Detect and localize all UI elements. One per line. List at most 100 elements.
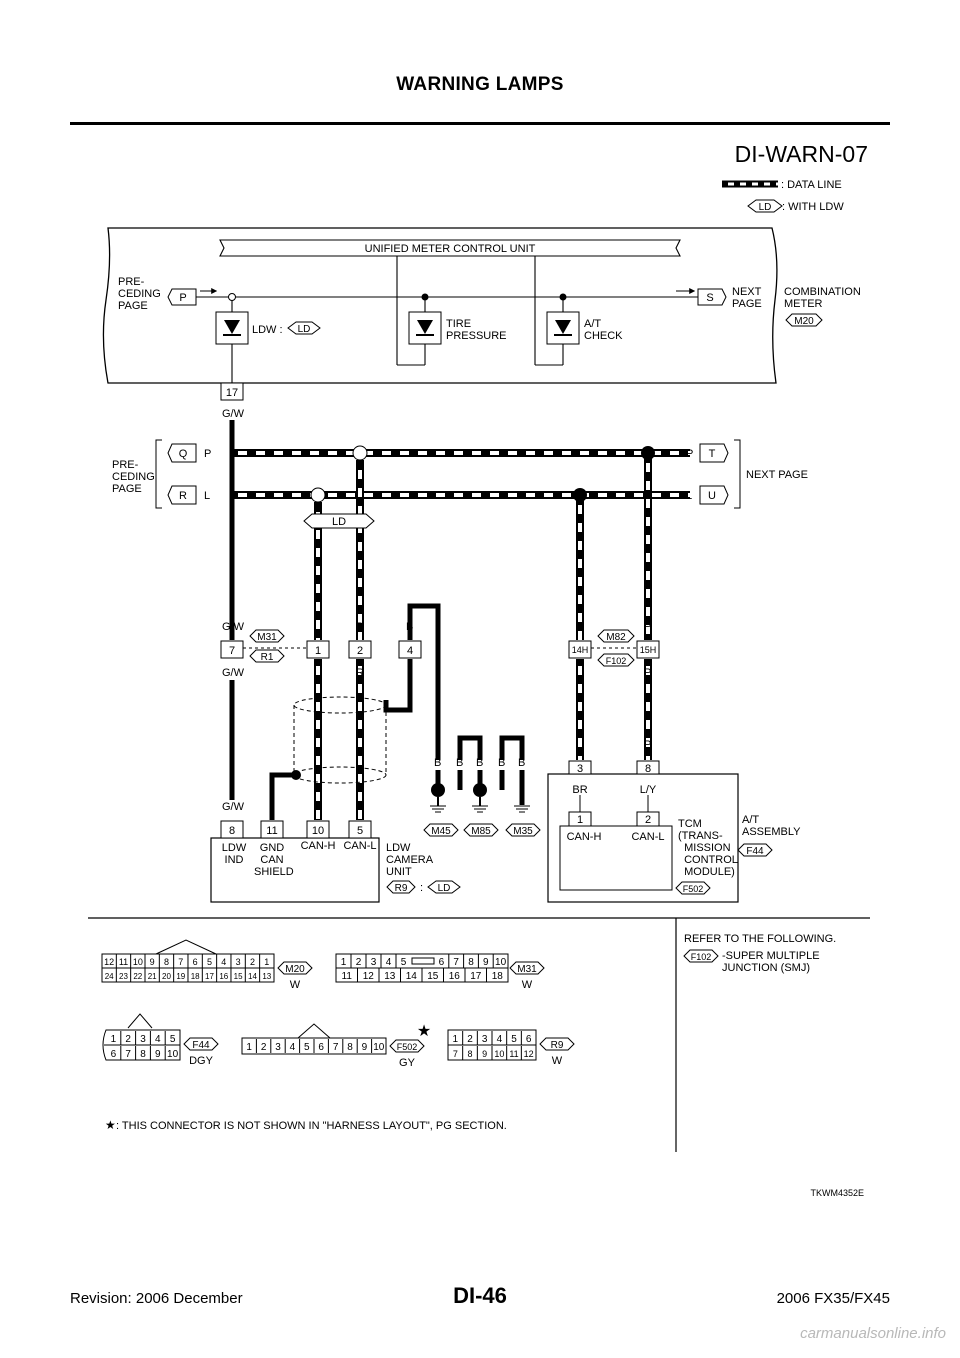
camera-pin-8: 8	[229, 825, 235, 837]
ground-b-1: B	[434, 757, 441, 769]
m31-pin-15: 15	[427, 971, 439, 982]
joint-l-bot2: L	[576, 667, 582, 679]
r9-pin-6: 6	[526, 1034, 532, 1045]
f502-pin-3: 3	[275, 1042, 281, 1053]
camera-pin-5: 5	[357, 825, 363, 837]
ldw-ld-tag: LD	[298, 324, 311, 335]
m31-pin-3: 3	[371, 957, 377, 968]
meter-preceding: PRE- CEDING PAGE	[118, 276, 161, 312]
joint-pin-14h: 14H	[572, 645, 589, 655]
m31-pin-7: 7	[453, 957, 459, 968]
term-u: U	[708, 490, 716, 502]
f44-pin-4: 4	[155, 1034, 161, 1045]
camera-canl: CAN-L	[343, 840, 376, 852]
tcm-f44: F44	[746, 846, 764, 857]
term-q-p: P	[204, 448, 211, 460]
m20-pin-11: 11	[119, 957, 128, 967]
star-note: : THIS CONNECTOR IS NOT SHOWN IN "HARNES…	[116, 1120, 507, 1132]
m20-pin-4: 4	[221, 957, 226, 967]
f44-pin-9: 9	[155, 1049, 161, 1060]
refer-title: REFER TO THE FOLLOWING.	[684, 933, 836, 945]
m20-pin-8: 8	[164, 957, 169, 967]
joint-f102: F102	[606, 656, 627, 666]
tcm-canl: CAN-L	[631, 831, 664, 843]
conn-f502-color: GY	[399, 1057, 416, 1069]
conn-r9-id: R9	[551, 1040, 564, 1051]
ground-wires	[430, 735, 530, 813]
joint-pin-1: 1	[315, 645, 321, 657]
m20-pin-23: 23	[119, 972, 128, 981]
m20-pin-16: 16	[219, 972, 228, 981]
tcm-l: L	[576, 739, 582, 751]
joint-pin-2: 2	[357, 645, 363, 657]
joint-l-top: L	[314, 621, 320, 633]
r9-pin-12: 12	[524, 1049, 534, 1059]
joint-m82: M82	[606, 632, 626, 643]
m20-pin-22: 22	[133, 972, 142, 981]
tcm-ly: L/Y	[640, 784, 657, 796]
f502-pin-1: 1	[246, 1042, 252, 1053]
m20-pin-13: 13	[262, 972, 271, 981]
ground-m85: M85	[471, 826, 491, 837]
m31-pin-9: 9	[483, 957, 489, 968]
joint-p-top2: P	[644, 621, 651, 633]
r9-pin-1: 1	[453, 1034, 459, 1045]
tcm-pin-8: 8	[645, 763, 651, 775]
r9-pin-11: 11	[509, 1049, 518, 1059]
r9-pin-7: 7	[453, 1049, 458, 1059]
term-u-l: L	[686, 490, 692, 502]
m20-pin-19: 19	[176, 972, 185, 981]
camera-pin-10: 10	[312, 825, 324, 837]
meter-s-term: S	[706, 292, 713, 304]
star-note-icon: ★	[105, 1118, 116, 1132]
m20-pin-2: 2	[250, 957, 255, 967]
tcm-p: P	[644, 739, 651, 751]
camera-r9: R9	[395, 883, 408, 894]
tcm-pin-3: 3	[577, 763, 583, 775]
f502-pin-8: 8	[347, 1042, 353, 1053]
tcm-pin-2: 2	[645, 814, 651, 826]
f44-pin-6: 6	[111, 1049, 117, 1060]
m31-pin-10: 10	[495, 957, 507, 968]
meter-p-term: P	[179, 292, 186, 304]
f44-pin-10: 10	[167, 1049, 179, 1060]
joint-gw-top: G/W	[222, 621, 245, 633]
pin-17: 17	[226, 387, 238, 399]
combo-meter-title: COMBINATION METER	[784, 286, 861, 310]
at-assembly-title: A/T ASSEMBLY	[742, 814, 801, 838]
ground-m35: M35	[513, 826, 533, 837]
m20-pin-10: 10	[133, 957, 143, 967]
meter-next-page: NEXT PAGE	[732, 286, 762, 310]
diagram-id: DI-WARN-07	[735, 141, 868, 167]
m31-pin-18: 18	[492, 971, 504, 982]
camera-title: LDW CAMERA UNIT	[386, 842, 434, 878]
m20-pin-7: 7	[178, 957, 183, 967]
revision: Revision: 2006 December	[70, 1290, 243, 1307]
ldw-camera-unit	[210, 820, 380, 903]
tcm-canh: CAN-H	[567, 831, 602, 843]
wire-gw-1: G/W	[222, 408, 245, 420]
f502-pin-5: 5	[304, 1042, 310, 1053]
f44-pin-8: 8	[140, 1049, 146, 1060]
f502-pin-6: 6	[318, 1042, 324, 1053]
camera-ldw-ind: LDW IND	[221, 842, 247, 866]
camera-gw: G/W	[222, 801, 245, 813]
m20-pin-9: 9	[150, 957, 155, 967]
f44-pin-3: 3	[140, 1034, 146, 1045]
r9-pin-5: 5	[511, 1034, 517, 1045]
f502-pin-10: 10	[373, 1042, 385, 1053]
refer-item: -SUPER MULTIPLE JUNCTION (SMJ)	[722, 950, 820, 974]
joint-r-bot: R	[356, 667, 364, 679]
m31-pin-8: 8	[468, 957, 474, 968]
conn-f502-id: F502	[397, 1042, 418, 1052]
conn-r9-color: W	[552, 1055, 563, 1067]
combination-meter: UNIFIED METER CONTROL UNIT P S LDW : LD	[102, 227, 823, 384]
m20-pin-18: 18	[191, 972, 200, 981]
ground-b-5: B	[518, 757, 525, 769]
m20-pin-17: 17	[205, 972, 214, 981]
m31-pin-1: 1	[341, 957, 347, 968]
ground-b-4: B	[498, 757, 505, 769]
joint-p-top: P	[356, 621, 363, 633]
